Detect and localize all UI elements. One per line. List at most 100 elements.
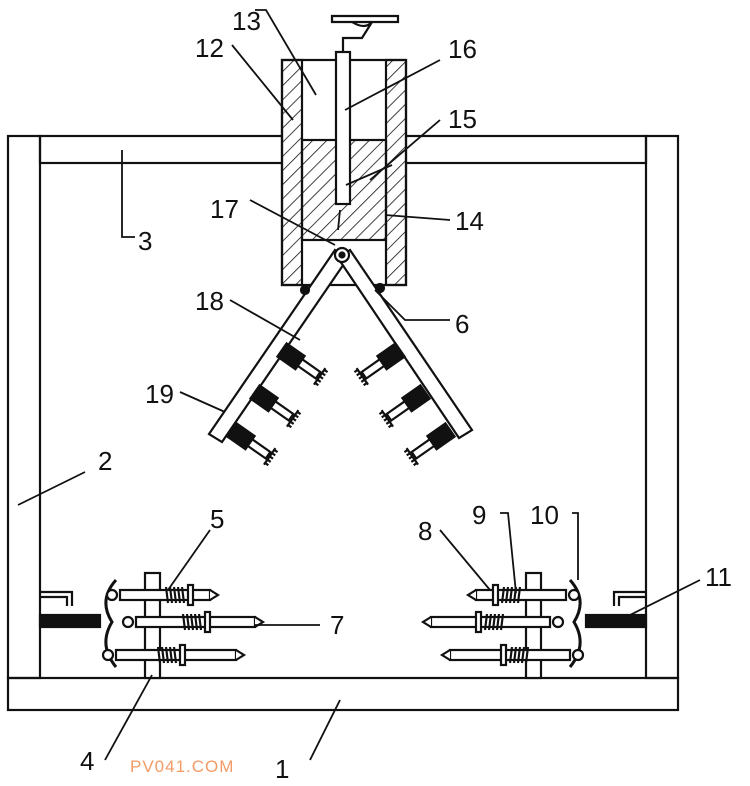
spring-coil	[164, 586, 170, 604]
arms	[207, 246, 474, 444]
spring-coil	[516, 646, 522, 664]
pin-tip	[235, 649, 247, 661]
tool-tooth	[271, 452, 276, 457]
spring-coil	[197, 613, 203, 631]
spring-coil	[176, 586, 182, 604]
spring-coil	[172, 646, 178, 664]
tool-tooth	[292, 417, 297, 422]
left-post	[6, 134, 42, 680]
spring-coil	[491, 613, 497, 631]
tool-tooth	[413, 462, 418, 467]
pin-tip	[209, 589, 221, 601]
spring-coil	[499, 613, 505, 631]
part-labels: 1 2 3 4 5 6 7 8 9 10 11 12 13 14 15 16 1…	[80, 6, 732, 784]
clamp-tool	[275, 341, 329, 387]
label-6: 6	[455, 309, 469, 339]
leader-lines	[17, 9, 701, 761]
spring-coil	[185, 613, 191, 631]
tool-tooth	[321, 372, 326, 377]
label-2: 2	[98, 446, 112, 476]
tool-tooth	[294, 414, 299, 419]
spring-coil	[524, 646, 530, 664]
pin-joint	[121, 615, 135, 629]
tool-rod	[296, 357, 322, 381]
label-10: 10	[530, 500, 559, 530]
right-post	[644, 134, 680, 680]
right-pin-assembly	[420, 571, 648, 680]
spring-coil	[181, 613, 187, 631]
pin-joint	[101, 648, 115, 662]
tool-tooth	[410, 458, 416, 463]
spring-coil	[508, 646, 514, 664]
cylinder	[280, 14, 408, 287]
pin-tip	[420, 616, 432, 628]
stop-collar	[491, 583, 500, 607]
tool-tooth	[287, 424, 292, 429]
pin-tip	[465, 589, 477, 601]
tool-tooth	[264, 462, 269, 467]
spring-coil	[495, 613, 501, 631]
pin	[118, 588, 212, 602]
handle	[330, 14, 400, 28]
tool-tooth	[388, 424, 393, 429]
clamp-tool	[353, 341, 407, 387]
stop-collar	[203, 610, 212, 634]
tool-tooth	[358, 375, 363, 380]
pin-joint	[551, 615, 565, 629]
tool-tooth	[319, 375, 324, 380]
spring-coil	[180, 586, 186, 604]
tool-tooth	[383, 417, 388, 422]
pin-joint	[571, 648, 585, 662]
watermark: PV041.COM	[130, 757, 234, 776]
side-pin-assemblies	[38, 571, 648, 680]
stop-collar	[186, 583, 195, 607]
stop-collar	[499, 643, 508, 667]
pin-joint	[567, 588, 581, 602]
spring-coil	[160, 646, 166, 664]
label-11: 11	[705, 562, 732, 592]
arm-clamp-tools	[225, 341, 457, 467]
label-18: 18	[195, 286, 224, 316]
label-17: 17	[210, 194, 239, 224]
spring-coil	[483, 613, 489, 631]
spring-coil	[512, 646, 518, 664]
tool-rod	[360, 357, 386, 381]
spring-coil	[172, 586, 178, 604]
pin-tip	[439, 649, 451, 661]
pin-joint	[105, 588, 119, 602]
left-pin-assembly	[38, 571, 266, 680]
tool-rod	[385, 399, 411, 423]
tool-rod	[410, 437, 436, 461]
spring-coil	[520, 646, 526, 664]
tool-tooth	[314, 382, 319, 387]
label-14: 14	[455, 206, 484, 236]
tool-tooth	[289, 420, 295, 425]
label-9: 9	[472, 500, 486, 530]
spring-coil	[500, 586, 506, 604]
tool-tooth	[406, 452, 411, 457]
stop-collar	[178, 643, 187, 667]
spring-coil	[504, 586, 510, 604]
clamp-tool	[225, 421, 279, 467]
stop-collar	[474, 610, 483, 634]
spring-coil	[164, 646, 170, 664]
tool-tooth	[381, 414, 386, 419]
spring-coil	[189, 613, 195, 631]
push-rod	[334, 50, 352, 206]
spring-coil	[168, 586, 174, 604]
clamp-tool	[248, 383, 302, 429]
clamp-tool	[378, 383, 432, 429]
actuator	[38, 613, 102, 629]
pin	[474, 588, 568, 602]
label-12: 12	[195, 33, 224, 63]
tool-tooth	[363, 382, 368, 387]
tool-tooth	[385, 420, 391, 425]
actuator	[584, 613, 648, 629]
tool-tooth	[360, 378, 366, 383]
tool-tooth	[323, 368, 329, 374]
spring-coil	[168, 646, 174, 664]
label-1: 1	[275, 754, 289, 784]
label-3: 3	[138, 226, 152, 256]
base-plate	[6, 676, 680, 712]
